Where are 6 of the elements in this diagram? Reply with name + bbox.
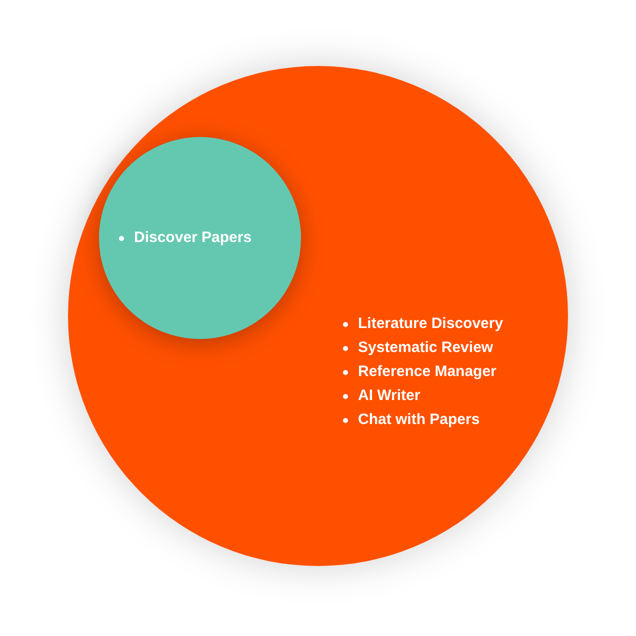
list-item: Discover Papers (134, 228, 252, 248)
list-item: Systematic Review (358, 338, 494, 358)
list-item: Reference Manager (358, 362, 496, 382)
list-item: AI Writer (358, 386, 420, 406)
list-item: Chat with Papers (358, 410, 480, 430)
list-item: Literature Discovery (358, 314, 504, 334)
